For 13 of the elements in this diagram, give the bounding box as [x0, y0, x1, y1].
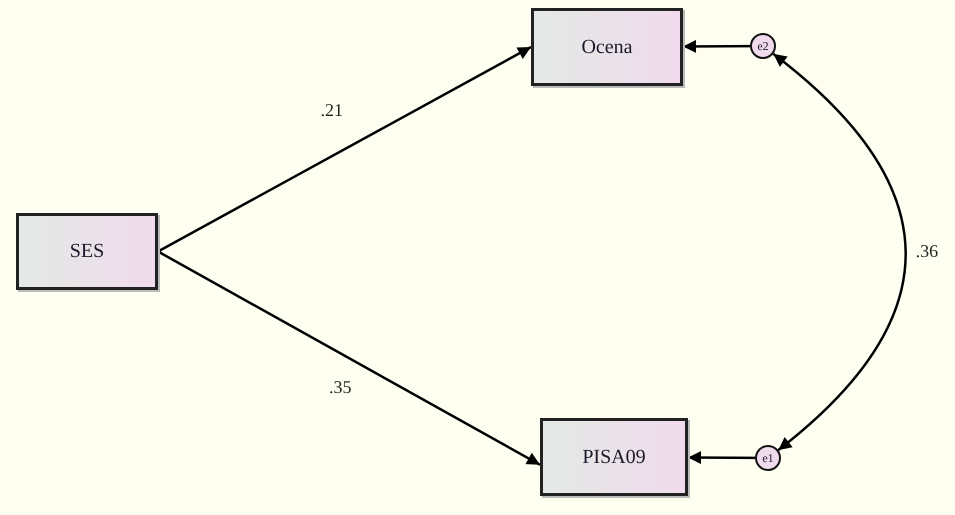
variable-label: Ocena	[581, 36, 633, 58]
path-arrow	[157, 46, 532, 253]
covariance-arrow	[772, 52, 907, 452]
error-label: e2	[757, 38, 769, 54]
variable-box	[531, 8, 683, 86]
path-arrow	[688, 451, 755, 464]
error-label: e1	[762, 450, 774, 466]
variable-label: SES	[70, 240, 104, 263]
path-arrow	[157, 250, 541, 466]
variable-box	[16, 213, 158, 290]
path-arrow	[683, 40, 750, 53]
variable-box	[540, 418, 688, 496]
variable-label: PISA09	[582, 446, 646, 468]
